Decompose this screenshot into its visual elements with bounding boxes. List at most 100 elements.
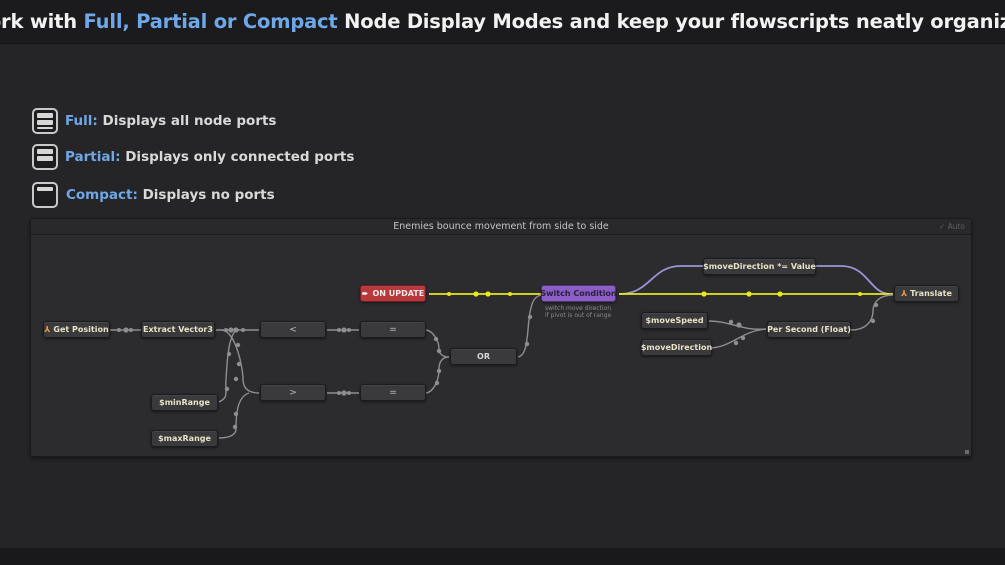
mode-key-full: Full: [65,113,98,129]
value-wire [850,294,894,331]
node-per-second[interactable]: Per Second (Float) [767,321,851,338]
value-wire [424,329,450,358]
unity-object-icon: ⅄ [901,289,908,298]
port-dot [870,318,876,324]
flow-dot [746,291,752,297]
port-dot [733,340,739,346]
node-translate[interactable]: ⅄Translate [894,285,959,302]
port-dot [233,327,239,333]
wire-lavender [816,265,892,295]
port-dot [740,335,746,341]
flow-dot [701,291,707,297]
node-switch-condition[interactable]: Switch Condition [540,285,617,302]
title-suffix: Node Display Modes and keep your flowscr… [337,10,1005,33]
value-wire [708,328,767,349]
port-dot [434,380,440,386]
canvas-title: Enemies bounce movement from side to sid… [393,221,609,232]
port-dot [232,424,238,430]
port-dot [337,391,341,395]
node-label: = [389,387,397,398]
port-dot [337,328,341,332]
node-greater-than[interactable]: > [260,384,326,401]
port-dot [436,348,442,354]
mode-key-compact: Compact: [66,187,138,203]
flow-dot [858,292,862,296]
node-label: Per Second (Float) [767,325,851,334]
node-get-position[interactable]: ⅄Get Position [43,321,110,338]
mode-row-compact: Compact: Displays no ports [32,182,275,208]
node-label: Extract Vector3 [143,325,213,334]
bottom-bar [0,548,1005,565]
port-dot [224,386,230,392]
mode-row-partial: Partial: Displays only connected ports [32,144,354,170]
flow-dot [485,291,491,297]
port-dot [226,351,232,357]
unity-object-icon: ⅄ [44,325,51,334]
node-label: ON UPDATE [372,289,425,298]
port-dot [873,302,879,308]
node-min-range[interactable]: $minRange [151,394,218,411]
node-less-than[interactable]: < [260,321,326,338]
node-label: Translate [910,289,952,298]
node-label: $moveDirection [640,343,713,352]
port-dot [347,328,351,332]
flowscript-canvas[interactable]: Enemies bounce movement from side to sid… [30,218,972,457]
comment-line: switch move direction [545,305,612,312]
port-dot [436,368,442,374]
mode-description-partial: Displays only connected ports [120,149,355,165]
port-dot [228,327,234,333]
mode-text-full: Full: Displays all node ports [65,113,276,129]
compact-mode-icon [32,182,58,208]
port-dot [524,341,530,347]
flow-dot [777,291,783,297]
port-dot [233,376,239,382]
port-dot [341,327,347,333]
node-label: < [289,324,297,335]
node-equals-top[interactable]: = [360,321,426,338]
node-extract-vector3[interactable]: Extract Vector3 [141,321,215,338]
node-label: Get Position [53,325,109,334]
flow-dot [447,292,451,296]
node-max-range[interactable]: $maxRange [151,430,218,447]
port-dot [117,328,121,332]
node-label: = [389,324,397,335]
value-wire [218,392,250,439]
partial-mode-icon [32,144,58,170]
mode-key-partial: Partial: [65,149,121,165]
node-or[interactable]: OR [450,348,517,365]
event-arrow-icon: ➨ [361,289,369,298]
port-dot [236,361,242,367]
resize-grip-icon[interactable] [965,450,969,454]
port-dot [235,342,241,348]
node-label: > [289,387,297,398]
port-dot [123,327,129,333]
node-label: $maxRange [158,434,211,443]
flow-dot [473,291,479,297]
auto-toggle[interactable]: ✓ Auto [938,222,965,231]
title-prefix: Work with [0,10,77,33]
port-dot [433,336,439,342]
value-wire [517,294,542,358]
value-wire [424,356,450,394]
node-move-direction-multiply[interactable]: $moveDirection *= Value [703,258,816,275]
node-move-direction[interactable]: $moveDirection [641,339,712,356]
port-dot [241,328,245,332]
node-label: OR [477,352,490,361]
port-dot [233,411,239,417]
port-dot [341,390,347,396]
node-on-update[interactable]: ➨ON UPDATE [360,285,426,302]
port-dot [224,328,228,332]
page-title: Work with Full, Partial or Compact Node … [0,10,1005,33]
port-dot [129,328,133,332]
mode-description-compact: Displays no ports [137,187,275,203]
mode-text-partial: Partial: Displays only connected ports [65,149,354,165]
node-label: Switch Condition [540,289,617,298]
mode-description-full: Displays all node ports [97,113,277,129]
node-label: $minRange [159,398,210,407]
comment-line: if pivot is out of range [545,312,612,319]
node-move-speed[interactable]: $moveSpeed [641,312,708,329]
node-label: $moveSpeed [645,316,704,325]
node-equals-bottom[interactable]: = [360,384,426,401]
port-dot [347,391,351,395]
